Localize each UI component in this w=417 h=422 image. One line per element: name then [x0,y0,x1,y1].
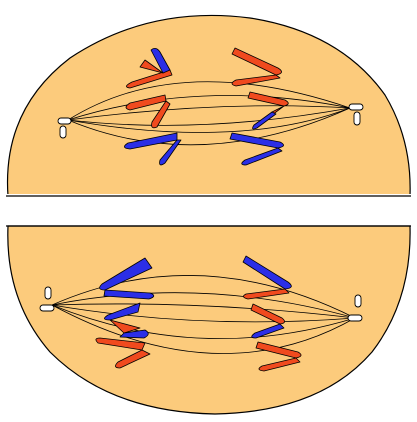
bottom-half-cell [6,225,411,415]
chromosome-bottom-right-3 [255,341,302,372]
chromosome-top-right-2 [247,91,289,130]
centriole [347,314,363,322]
top-spindle-fibers [67,81,351,146]
chromosome-bottom-right-1 [242,255,292,300]
chromatid [125,94,167,111]
spindle-fiber [67,107,351,146]
chromatid [258,357,301,372]
spindle-fiber [51,304,356,354]
centriole [44,286,52,300]
chromatid [109,319,141,334]
bottom-cell-membrane [7,225,411,415]
chromatid [119,329,149,339]
spindle-fiber [51,303,356,319]
chromatid [124,132,178,150]
spindle-fiber [51,304,356,340]
spindle-fiber [51,292,356,319]
chromatid [251,323,285,339]
chromatid [95,337,146,351]
chromatid [243,288,290,300]
chromosome-top-right-3 [229,132,284,166]
chromosome-top-left-2 [125,94,171,129]
centriole [354,294,362,308]
chromosome-bottom-left-3 [95,337,151,369]
chromatid [115,349,151,369]
spindle-fiber [51,275,356,319]
centriole [57,117,72,125]
chromosome-top-left-1 [126,48,173,89]
centriole [39,304,55,312]
chromatid [103,289,155,300]
spindle-fiber [67,81,351,121]
top-left-centriole-pair [57,117,72,139]
chromatid [150,48,171,74]
bottom-left-centriole-pair [39,286,55,312]
centriole [353,111,361,126]
bottom-spindle-fibers [51,275,356,354]
chromatid [139,59,164,74]
chromosome-bottom-right-2 [250,303,285,339]
chromosome-bottom-left-2 [104,302,149,339]
chromatid [252,111,277,130]
centriole [59,125,67,139]
bottom-right-centriole-pair [347,294,363,322]
chromatid [126,69,173,89]
spindle-fiber [51,304,356,323]
top-right-centriole-pair [348,103,364,126]
chromosome-top-right-1 [231,47,282,87]
spindle-fiber [67,107,351,126]
top-half-cell [6,14,412,198]
spindle-fiber [67,107,351,133]
chromosome-top-left-3 [124,132,182,166]
centriole [348,103,364,111]
chromatid [231,74,281,87]
spindle-fiber [67,95,351,121]
chromatid [151,100,171,129]
chromatid [159,139,182,166]
chromatid [241,147,283,166]
chromosome-bottom-left-1 [99,257,155,300]
top-cell-membrane [6,14,411,197]
spindle-fiber [67,105,351,121]
